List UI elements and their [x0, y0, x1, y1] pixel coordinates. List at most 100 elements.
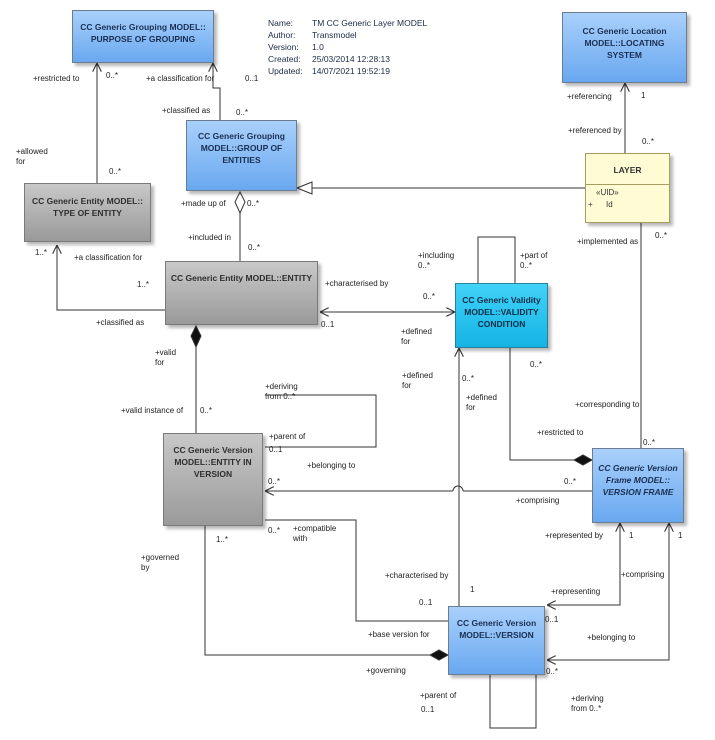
role-label: +governed by [141, 553, 180, 572]
note-row-updated: Updated:14/07/2021 19:52:19 [268, 66, 390, 76]
multiplicity-label: 0..* [268, 526, 281, 535]
multiplicity-label: 1..* [216, 535, 229, 544]
role-label: +defined for [401, 327, 432, 346]
multiplicity-label: 0..* [423, 292, 436, 301]
assoc-a-classification-for [213, 63, 221, 120]
class-type-of-entity[interactable]: CC Generic Entity MODEL:: TYPE OF ENTITY [24, 183, 151, 242]
multiplicity-label: 1 [678, 531, 683, 540]
assoc-version-self [489, 675, 537, 729]
multiplicity-label: 0..* [655, 231, 668, 240]
composition-diamond-frame [572, 454, 594, 466]
multiplicity-label: 0..* [530, 360, 543, 369]
multiplicity-label: 0..* [268, 477, 281, 486]
multiplicity-label: 0..* [462, 374, 475, 383]
assoc-governing [204, 526, 430, 656]
assoc-a-classification-for-2 [57, 245, 165, 311]
role-label: +deriving from 0..* [571, 694, 604, 713]
multiplicity-label: 1 [629, 531, 634, 540]
assoc-restricted-to-2 [509, 348, 574, 461]
multiplicity-label: 1..* [35, 248, 48, 257]
role-label: +base version for [368, 630, 430, 639]
multiplicity-label: 1 [641, 91, 646, 100]
generalization-triangle [295, 181, 313, 195]
diagram-note: Name:TM CC Generic Layer MODEL Author:Tr… [268, 17, 427, 77]
role-label: +represented by [545, 531, 604, 540]
role-label: +implemented as [577, 237, 639, 246]
role-label: +part of 0..* [520, 251, 548, 270]
note-row-name: Name:TM CC Generic Layer MODEL [268, 18, 428, 28]
assoc-compatible-with [265, 519, 448, 622]
multiplicity-label: 0..* [546, 667, 559, 676]
role-label: +characterised by [325, 279, 389, 288]
role-label: +governing [366, 666, 406, 675]
class-title: CC Generic Version Frame MODEL:: VERSION… [598, 463, 678, 497]
multiplicity-label: 1..* [137, 280, 150, 289]
role-label: +parent of [420, 691, 457, 700]
assoc-validity-self [477, 236, 516, 283]
role-label: +a classification for [74, 253, 143, 262]
multiplicity-label: 0..* [642, 137, 655, 146]
multiplicity-label: 1 [470, 585, 475, 594]
class-version[interactable]: CC Generic Version MODEL::VERSION [448, 606, 545, 675]
class-locating-system[interactable]: CC Generic Location MODEL::LOCATING SYST… [562, 12, 687, 83]
multiplicity-label: 0..* [236, 108, 249, 117]
role-label: +restricted to [537, 428, 584, 437]
multiplicity-label: 0..* [200, 406, 213, 415]
multiplicity-label: 0..1 [245, 74, 259, 83]
role-label: +parent of [269, 432, 306, 441]
multiplicity-label: 0..* [564, 477, 577, 486]
class-title: CC Generic Version MODEL::ENTITY IN VERS… [173, 445, 253, 479]
multiplicity-label: 0..* [643, 438, 656, 447]
role-label: +a classification for [146, 74, 215, 83]
role-label: +classified as [96, 318, 145, 327]
layer-title: LAYER [613, 165, 642, 175]
layer-attribute-id: + Id [588, 200, 613, 209]
multiplicity-label: 0..1 [421, 705, 435, 714]
class-validity-condition[interactable]: CC Generic Validity MODEL::VALIDITY COND… [455, 283, 548, 348]
role-label: +deriving from 0..* [265, 382, 298, 401]
multiplicity-label: 0..* [248, 243, 261, 252]
layer-stereotype: «UID» [586, 184, 669, 199]
role-label: +referencing [567, 92, 612, 101]
composition-diamond-entity [190, 324, 202, 349]
role-label: +including 0..* [418, 251, 455, 270]
multiplicity-label: 0..1 [269, 445, 283, 454]
note-row-created: Created:25/03/2014 12:28:13 [268, 54, 390, 64]
multiplicity-label: 0..1 [419, 598, 433, 607]
role-label: +defined for [466, 393, 497, 412]
class-entity-in-version[interactable]: CC Generic Version MODEL::ENTITY IN VERS… [163, 433, 263, 526]
class-title: CC Generic Grouping MODEL::GROUP OF ENTI… [198, 131, 285, 165]
class-title: CC Generic Entity MODEL:: TYPE OF ENTITY [32, 196, 143, 218]
class-purpose-of-grouping[interactable]: CC Generic Grouping MODEL:: PURPOSE OF G… [72, 10, 214, 63]
role-label: +classified as [162, 106, 211, 115]
assoc-belonging-to [547, 523, 669, 660]
role-label: +included in [188, 233, 231, 242]
class-layer[interactable]: LAYER «UID» + Id [585, 153, 670, 223]
class-group-of-entities[interactable]: CC Generic Grouping MODEL::GROUP OF ENTI… [186, 120, 297, 191]
role-label: +compatible with [293, 524, 337, 543]
multiplicity-label: 0..* [247, 199, 260, 208]
multiplicity-label: 0..1 [545, 615, 559, 624]
class-title: CC Generic Grouping MODEL:: PURPOSE OF G… [80, 22, 206, 44]
class-version-frame[interactable]: CC Generic Version Frame MODEL:: VERSION… [592, 448, 684, 523]
multiplicity-label: 0..1 [321, 320, 335, 329]
role-label: +belonging to [307, 461, 356, 470]
class-title: CC Generic Validity MODEL::VALIDITY COND… [462, 295, 541, 329]
multiplicity-label: 0..* [109, 167, 122, 176]
role-label: +corresponding to [575, 400, 640, 409]
role-label: +comprising [621, 570, 665, 579]
role-label: +defined for [402, 371, 433, 390]
role-label: +belonging to [587, 633, 636, 642]
multiplicity-label: 0..* [106, 71, 119, 80]
role-label: +allowed for [16, 147, 48, 166]
class-entity[interactable]: CC Generic Entity MODEL::ENTITY [165, 261, 318, 325]
assoc-parent-of-self [265, 394, 377, 448]
aggregation-diamond [234, 190, 246, 215]
composition-diamond-version [428, 649, 450, 661]
class-title: CC Generic Entity MODEL::ENTITY [170, 273, 313, 283]
role-label: +characterised by [385, 571, 449, 580]
note-row-version: Version:1.0 [268, 42, 324, 52]
role-label: +made up of [181, 199, 226, 208]
